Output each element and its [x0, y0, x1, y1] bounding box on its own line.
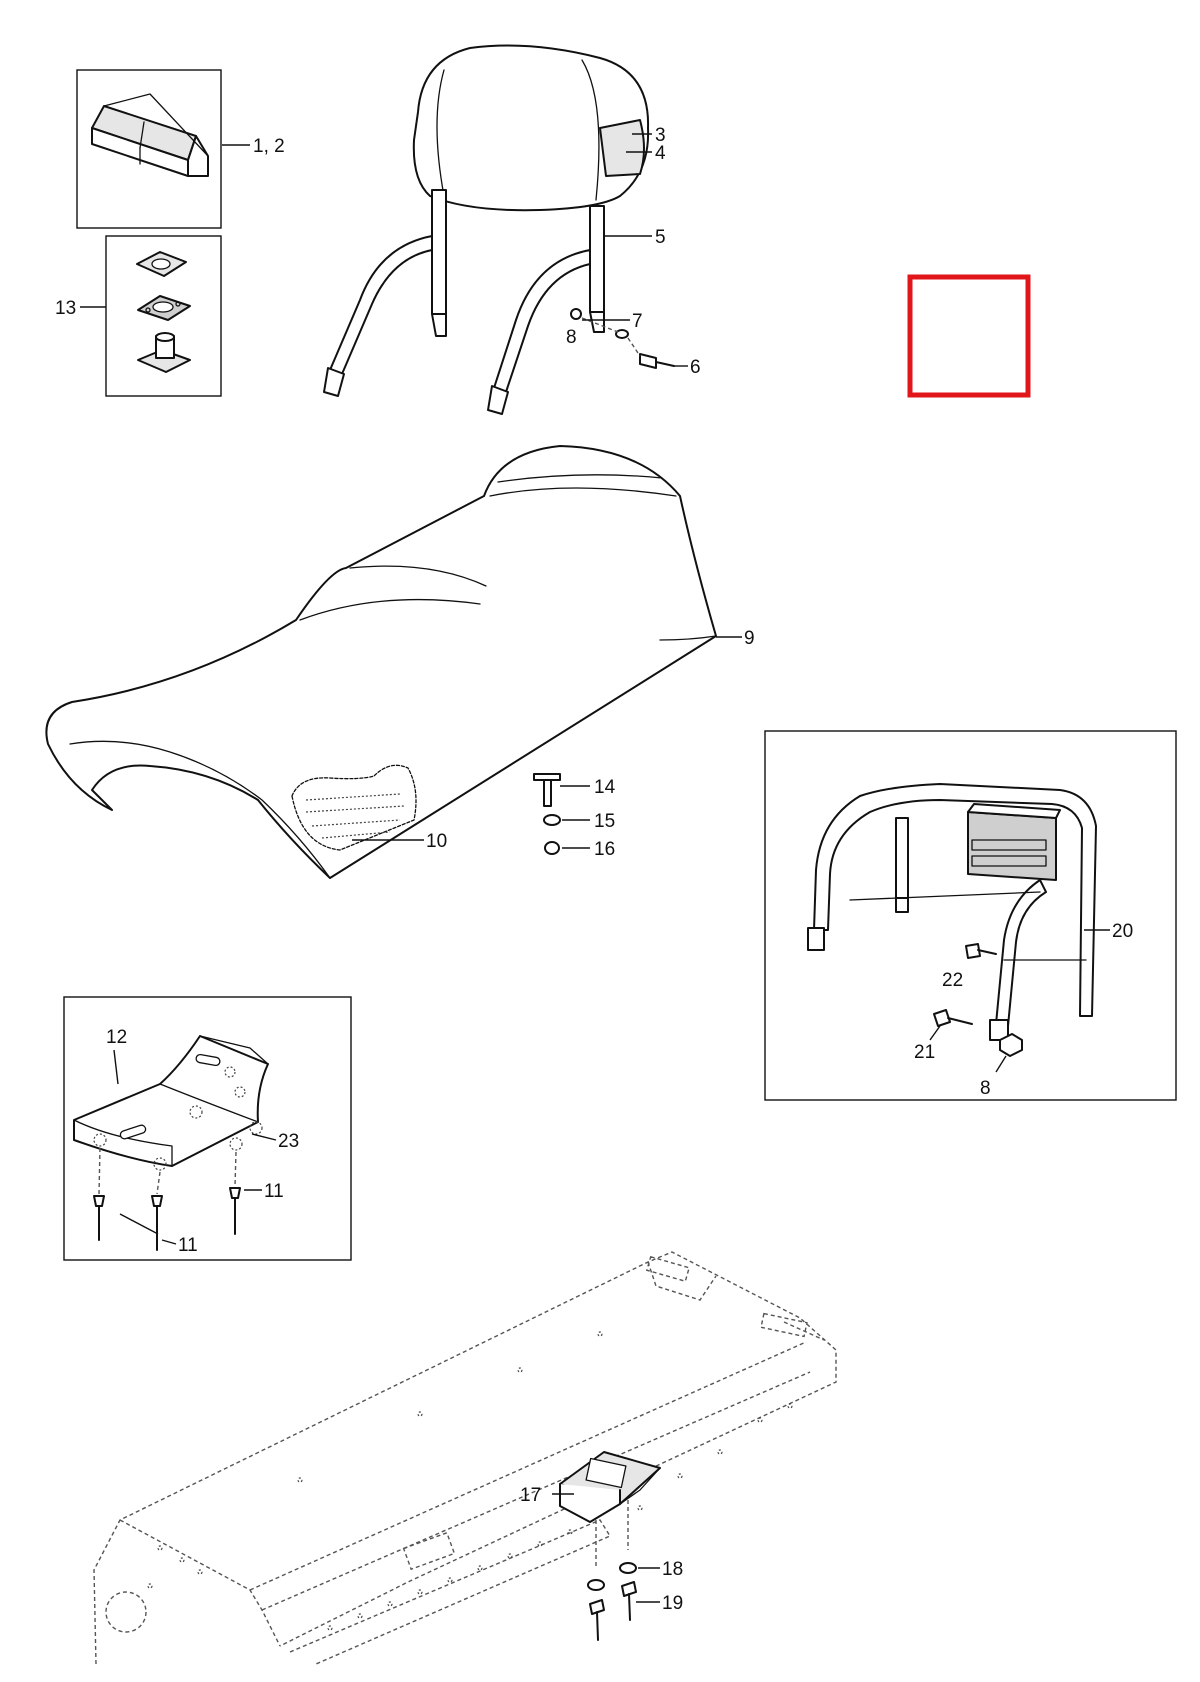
bolt-icon: [933, 1009, 951, 1027]
mount-kit-icon: [136, 251, 191, 373]
washer-icon: [619, 1562, 637, 1574]
tunnel-reference: [93, 1251, 837, 1665]
seat-assembly: 9 10: [45, 445, 755, 879]
t-bolt-icon: [533, 773, 561, 807]
velcro-pad-icon: [291, 764, 417, 851]
rack-hardware: [933, 943, 1023, 1057]
callout-11-right: 11: [264, 1181, 284, 1202]
seat-base-bracket-icon: [73, 1035, 269, 1167]
callout-22: 22: [942, 970, 963, 991]
callout-4: 4: [655, 143, 666, 164]
callout-6: 6: [690, 357, 701, 378]
nut-icon: [544, 841, 560, 855]
callout-18: 18: [662, 1559, 683, 1580]
callout-21: 21: [914, 1042, 935, 1063]
rivet-icon: [93, 1147, 241, 1251]
seat-hardware: 14 15 16: [533, 773, 616, 860]
inset-mount-kit: 13: [55, 235, 222, 397]
backrest-hardware: [570, 308, 675, 369]
callout-17: 17: [520, 1485, 541, 1506]
callout-8-rack: 8: [980, 1078, 991, 1099]
latch-plate-icon: [559, 1451, 661, 1523]
luggage-rack-icon: [807, 783, 1097, 1041]
seat-icon: [45, 445, 717, 879]
washer-icon: [543, 814, 561, 826]
callout-16: 16: [594, 839, 615, 860]
inset-seat-cover-kit: 1, 2: [76, 69, 285, 229]
callout-15: 15: [594, 811, 615, 832]
callout-10: 10: [426, 831, 447, 852]
washer-icon: [615, 329, 629, 339]
callout-1-2: 1, 2: [253, 136, 285, 157]
callout-13: 13: [55, 298, 76, 319]
inset-seat-base-bracket: 12 23 11 11: [63, 996, 352, 1261]
callout-9: 9: [744, 628, 755, 649]
callout-23: 23: [278, 1131, 299, 1152]
bolt-icon: [965, 943, 981, 959]
callout-12: 12: [106, 1027, 127, 1048]
nut-icon: [570, 308, 582, 320]
seat-cover-kit-icon: [91, 93, 209, 177]
backrest-frame-icon: [323, 189, 605, 415]
latch-assembly: 17 18 19: [520, 1451, 683, 1641]
screw-icon: [589, 1581, 637, 1641]
nut-icon: [999, 1033, 1023, 1057]
backrest-assembly: 3 4 5 6 7 8: [323, 44, 701, 415]
callout-8-top: 8: [566, 327, 577, 348]
bolt-icon: [639, 353, 657, 369]
callout-3: 3: [655, 125, 666, 146]
callout-20: 20: [1112, 921, 1133, 942]
grommet-icon: [93, 1066, 263, 1171]
callout-5: 5: [655, 227, 666, 248]
highlight-box: [907, 274, 1031, 398]
inset-luggage-rack: 20 22 21 8: [764, 730, 1177, 1101]
callout-14: 14: [594, 777, 616, 798]
callout-7: 7: [632, 311, 643, 332]
callout-11-bottom: 11: [178, 1235, 198, 1256]
backrest-pad-icon: [412, 44, 650, 212]
callout-19: 19: [662, 1593, 683, 1614]
washer-icon: [587, 1579, 605, 1591]
